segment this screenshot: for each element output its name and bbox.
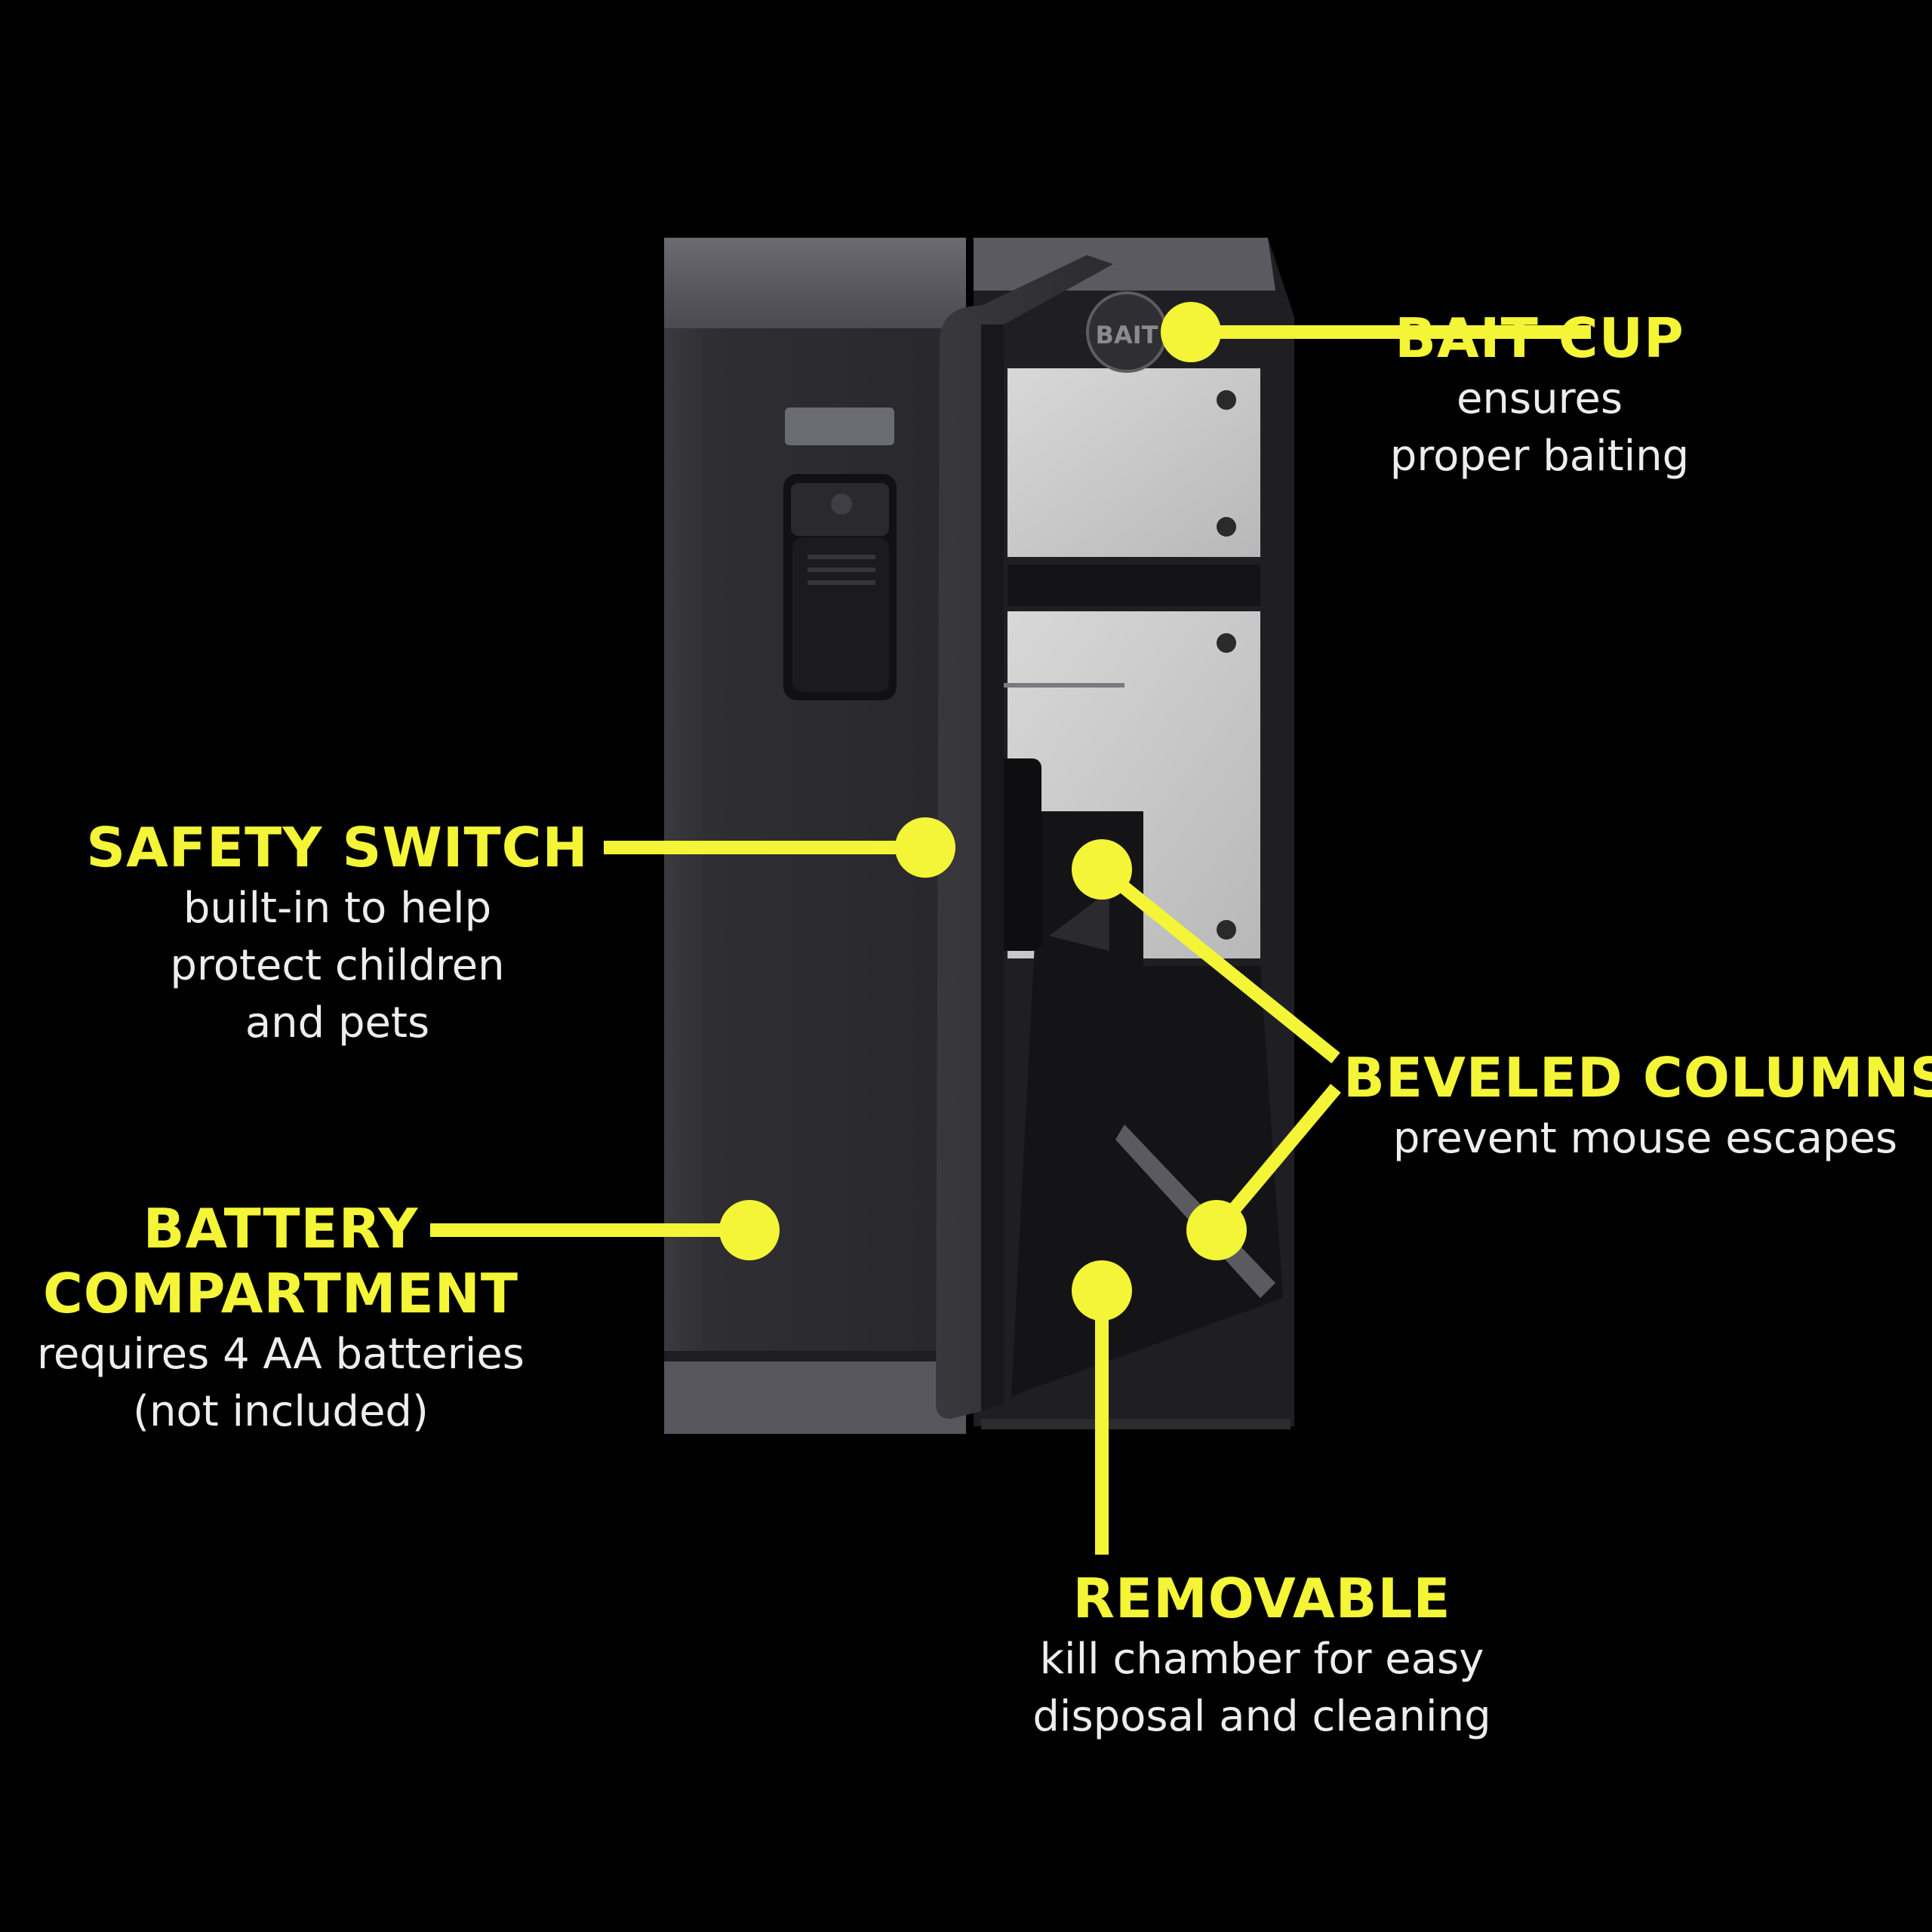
battery-title-line-2: COMPARTMENT: [42, 1262, 519, 1325]
callout-safety-switch-pointer: [604, 817, 955, 878]
beveled-columns-title: BEVELED COLUMNS: [1343, 1046, 1932, 1109]
battery-title-line-1: BATTERY: [143, 1197, 419, 1260]
callout-bait-cup: BAIT CUP ensures proper baiting: [1328, 306, 1751, 485]
safety-switch-desc-line-3: and pets: [245, 998, 430, 1048]
trap-lid: [936, 255, 1113, 1419]
removable-title: REMOVABLE: [1072, 1567, 1451, 1630]
safety-switch[interactable]: [783, 474, 897, 700]
safety-switch-desc-line-2: protect children: [170, 941, 505, 990]
battery-desc-line-1: requires 4 AA batteries: [37, 1330, 525, 1379]
bait-cup-desc-line-2: proper baiting: [1389, 432, 1690, 481]
removable-desc-line-1: kill chamber for easy: [1039, 1635, 1484, 1684]
callout-battery-compartment: BATTERY COMPARTMENT requires 4 AA batter…: [0, 1196, 568, 1441]
bait-cup-emboss: BAIT: [1096, 321, 1158, 349]
callout-removable: REMOVABLE kill chamber for easy disposal…: [960, 1566, 1564, 1746]
callout-battery-pointer: [430, 1200, 780, 1260]
callout-removable-pointer: [1072, 1260, 1132, 1555]
removable-desc-line-2: disposal and cleaning: [1032, 1692, 1491, 1741]
safety-switch-title: SAFETY SWITCH: [86, 816, 589, 879]
bevel-column-upper: [1049, 891, 1109, 951]
bait-cup-desc-line-1: ensures: [1456, 374, 1623, 423]
bait-cup-title: BAIT CUP: [1395, 306, 1684, 370]
callout-bait-cup-pointer: [1161, 302, 1591, 362]
callout-safety-switch: SAFETY SWITCH built-in to help protect c…: [35, 815, 639, 1052]
led-indicator: [785, 408, 894, 445]
callout-beveled-columns-pointer: [1072, 839, 1341, 1260]
callout-beveled-columns: BEVELED COLUMNS prevent mouse escapes: [1343, 1045, 1932, 1168]
bait-cup: BAIT: [1086, 291, 1168, 373]
beveled-columns-desc-line-1: prevent mouse escapes: [1392, 1114, 1898, 1163]
safety-switch-desc-line-1: built-in to help: [183, 884, 492, 933]
battery-desc-line-2: (not included): [133, 1387, 429, 1436]
